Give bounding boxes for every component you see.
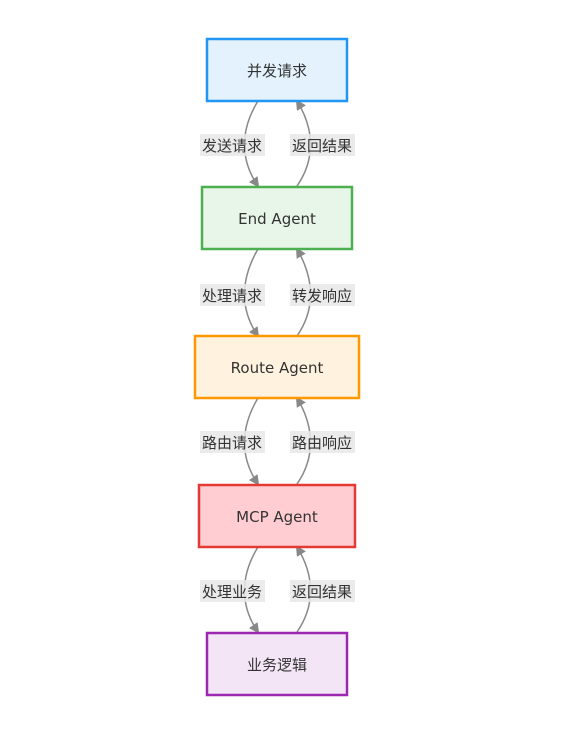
node-label: MCP Agent	[236, 508, 318, 526]
edge-label-bg	[290, 431, 355, 453]
node-business-logic: 业务逻辑	[205, 631, 349, 697]
edge-label-forward-response: 转发响应	[292, 287, 352, 305]
edge-label-bg	[200, 580, 265, 602]
edge-label-bg	[290, 134, 355, 156]
node-mcp-agent: MCP Agent	[197, 483, 357, 549]
node-box	[200, 185, 354, 251]
edge-label-route-request: 路由请求	[202, 434, 262, 452]
node-box	[205, 631, 349, 697]
node-label: End Agent	[238, 210, 316, 228]
edge-label-process-request: 处理请求	[202, 287, 262, 305]
node-concurrent-request: 并发请求	[205, 37, 349, 103]
edge-label-bg	[200, 431, 265, 453]
node-label: 业务逻辑	[247, 656, 307, 674]
edge-label-bg	[200, 284, 265, 306]
edge-label-bg	[290, 284, 355, 306]
node-box	[197, 483, 357, 549]
edge-label-route-response: 路由响应	[292, 434, 352, 452]
node-end-agent: End Agent	[200, 185, 354, 251]
node-box	[193, 334, 361, 400]
node-route-agent: Route Agent	[193, 334, 361, 400]
nodes-layer: 并发请求 End Agent Route Agent MCP Agent 业务逻…	[193, 37, 361, 697]
edge-label-bg	[290, 580, 355, 602]
edge-label-send-request: 发送请求	[202, 137, 262, 155]
node-label: 并发请求	[247, 62, 307, 80]
edge-label-return-result: 返回结果	[292, 583, 352, 601]
node-label: Route Agent	[231, 359, 324, 377]
edge-label-return-result: 返回结果	[292, 137, 352, 155]
edge-label-process-business: 处理业务	[202, 583, 262, 601]
edge-labels-layer: 发送请求 返回结果 处理请求 转发响应 路由请求 路由响应 处理业务 返回结果	[200, 134, 355, 602]
node-box	[205, 37, 349, 103]
edge-label-bg	[200, 134, 265, 156]
